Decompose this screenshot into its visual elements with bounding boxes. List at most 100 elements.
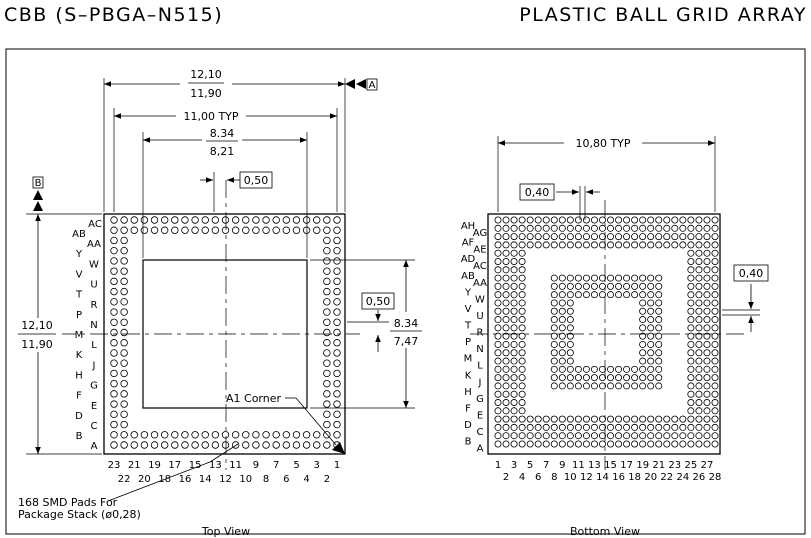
solder-ball: [687, 307, 695, 315]
solder-ball: [615, 233, 623, 241]
top-pad: [201, 441, 209, 449]
solder-ball: [510, 316, 518, 324]
column-label: 6: [283, 474, 289, 485]
solder-ball: [655, 365, 663, 373]
column-label: 12: [580, 472, 593, 483]
solder-ball: [566, 307, 574, 315]
solder-ball: [590, 365, 598, 373]
solder-ball: [687, 266, 695, 274]
solder-ball: [607, 274, 615, 282]
solder-ball: [647, 365, 655, 373]
top-pad: [302, 441, 311, 449]
top-pad: [120, 390, 128, 398]
solder-ball: [663, 216, 671, 224]
solder-ball: [502, 216, 510, 224]
top-pad: [191, 431, 199, 439]
solder-ball: [598, 415, 606, 423]
top-pad: [140, 216, 149, 224]
solder-ball: [655, 357, 663, 365]
top-pad: [181, 441, 189, 449]
top-inner-max: 8.34: [210, 127, 235, 140]
solder-ball: [703, 249, 711, 257]
column-label: 15: [189, 460, 202, 471]
datum-b-label: B: [35, 178, 42, 189]
solder-ball: [679, 415, 687, 423]
solder-ball: [607, 291, 615, 299]
solder-ball: [518, 216, 526, 224]
solder-ball: [510, 357, 518, 365]
solder-ball: [590, 282, 598, 290]
solder-ball: [687, 423, 695, 431]
top-pad: [221, 441, 230, 449]
solder-ball: [655, 307, 663, 315]
solder-ball: [590, 382, 598, 390]
top-offset-v-box: [361, 292, 395, 310]
top-pad: [323, 339, 331, 347]
solder-ball: [647, 216, 655, 224]
solder-ball: [703, 274, 711, 282]
solder-ball: [502, 399, 510, 407]
solder-ball: [566, 440, 574, 448]
solder-ball: [534, 415, 542, 423]
solder-ball: [695, 390, 703, 398]
solder-ball: [566, 332, 574, 340]
row-label: U: [476, 311, 483, 322]
solder-ball: [598, 365, 606, 373]
solder-ball: [695, 324, 703, 332]
top-pad: [120, 420, 128, 429]
top-pad: [120, 257, 128, 265]
top-pad: [333, 298, 341, 306]
top-pad: [333, 277, 341, 286]
solder-ball: [679, 432, 687, 440]
solder-ball: [687, 216, 695, 224]
solder-ball: [711, 357, 719, 365]
top-pad: [160, 216, 169, 224]
top-offset-h: 0,50: [244, 174, 269, 187]
solder-ball: [647, 340, 655, 348]
column-label: 16: [612, 472, 625, 483]
top-pad: [110, 400, 118, 408]
solder-ball: [623, 224, 631, 232]
solder-ball: [711, 382, 719, 390]
solder-ball: [703, 216, 711, 224]
solder-ball: [518, 374, 526, 382]
row-label: V: [465, 304, 472, 315]
solder-ball: [607, 440, 615, 448]
row-label: A: [477, 444, 484, 455]
top-pad: [333, 257, 341, 265]
solder-ball: [623, 374, 631, 382]
column-label: 18: [158, 474, 171, 485]
solder-ball: [703, 382, 711, 390]
solder-ball: [582, 374, 590, 382]
solder-ball: [671, 415, 679, 423]
solder-ball: [582, 216, 590, 224]
solder-ball: [671, 224, 679, 232]
solder-ball: [687, 291, 695, 299]
row-label: E: [477, 411, 483, 422]
top-pad: [171, 431, 179, 439]
solder-ball: [598, 432, 606, 440]
row-label: AH: [461, 221, 475, 232]
top-pad: [120, 410, 128, 419]
solder-ball: [550, 216, 558, 224]
solder-ball: [711, 423, 719, 431]
solder-ball: [582, 291, 590, 299]
top-pad: [110, 328, 118, 337]
top-pad: [333, 308, 341, 316]
drawing-frame: [5, 48, 806, 535]
top-pad: [120, 216, 128, 224]
solder-ball: [518, 316, 526, 324]
top-pad: [323, 400, 331, 408]
top-pad: [323, 236, 331, 245]
solder-ball: [639, 324, 647, 332]
solder-ball: [655, 282, 663, 290]
top-pad: [272, 441, 280, 449]
solder-ball: [711, 374, 719, 382]
column-label: 26: [693, 472, 706, 483]
solder-ball: [518, 307, 526, 315]
top-pad: [262, 431, 270, 439]
top-pad: [171, 441, 179, 449]
solder-ball: [695, 274, 703, 282]
solder-ball: [590, 440, 598, 448]
solder-ball: [598, 274, 606, 282]
